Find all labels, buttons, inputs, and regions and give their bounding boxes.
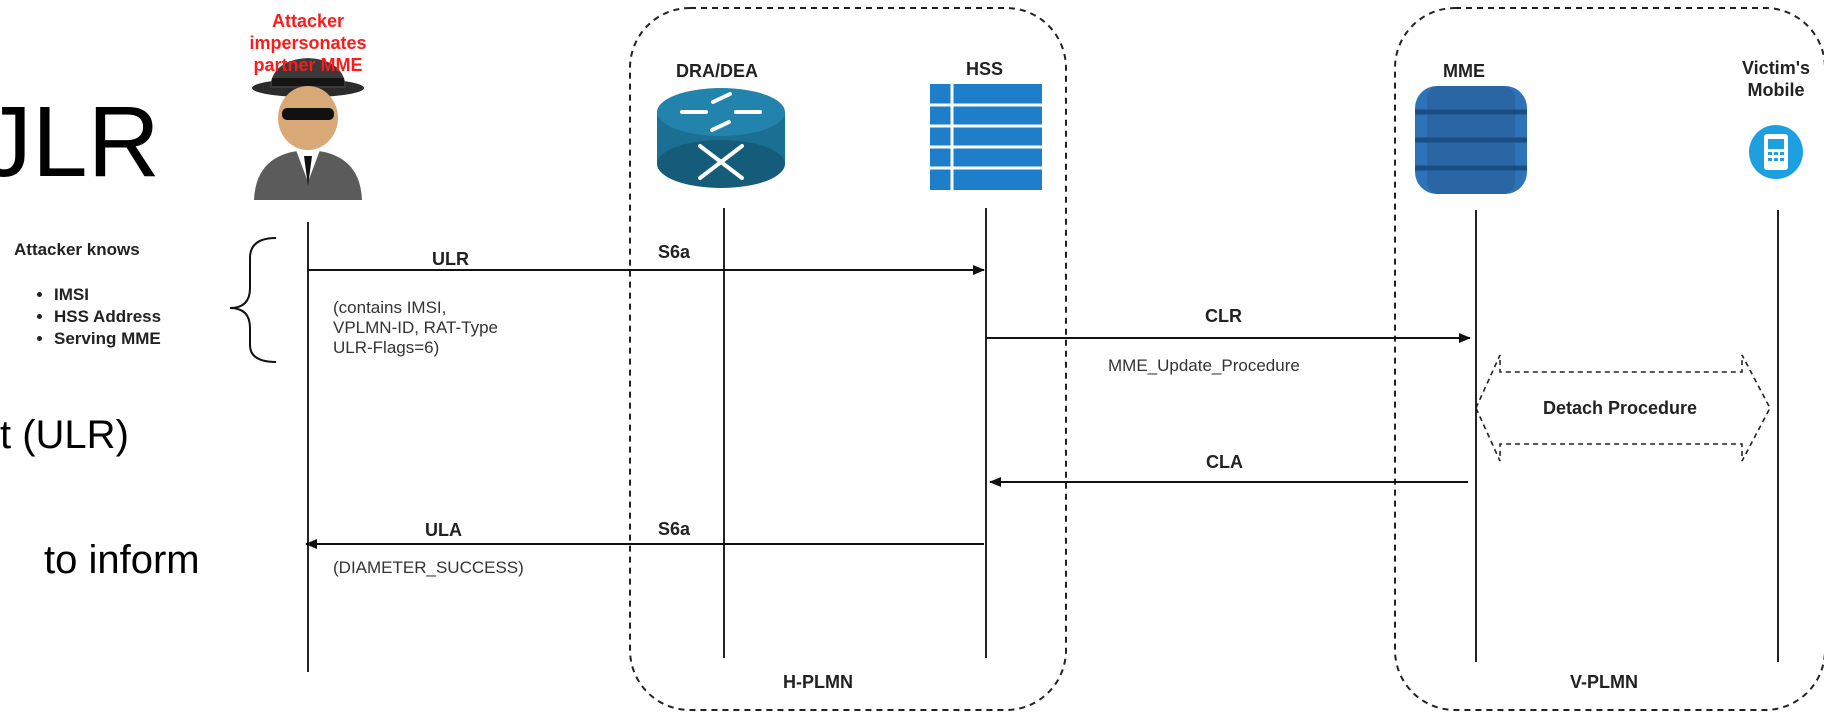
ulr-param-line: ULR-Flags=6) [333, 338, 440, 357]
router-icon [657, 88, 785, 188]
slide-text-line1: t (ULR) [0, 413, 129, 457]
list-item: HSS Address [54, 306, 161, 328]
attacker-knows-list: IMSI HSS Address Serving MME [34, 284, 161, 350]
ulr-label: ULR [432, 249, 469, 269]
ula-label: ULA [425, 520, 462, 540]
spy-attacker-icon [252, 58, 364, 200]
list-item: IMSI [54, 284, 161, 306]
ulr-interface-label: S6a [658, 242, 691, 262]
mobile-phone-icon [1749, 125, 1803, 179]
server-cylinder-icon [1415, 86, 1527, 194]
slide-title-fragment: JLR [0, 86, 160, 198]
dra-label: DRA/DEA [676, 61, 759, 81]
h-plmn-region [629, 7, 1067, 711]
database-stack-icon [930, 84, 1042, 190]
attacker-caption: Attacker impersonates partner MME [238, 10, 378, 76]
ulr-params: (contains IMSI, VPLMN-ID, RAT-Type ULR-F… [333, 298, 498, 358]
ulr-param-line: (contains IMSI, [333, 298, 447, 317]
ula-interface-label: S6a [658, 519, 691, 539]
ula-result: (DIAMETER_SUCCESS) [333, 558, 524, 577]
mobile-label-line: Victim's [1742, 58, 1810, 78]
attacker-knows-title: Attacker knows [14, 240, 140, 259]
list-item: Serving MME [54, 328, 161, 350]
knows-brace [229, 237, 277, 363]
mobile-label: Victim's Mobile [1726, 57, 1824, 101]
ulr-param-line: VPLMN-ID, RAT-Type [333, 318, 498, 337]
mme-label: MME [1443, 61, 1485, 81]
clr-note: MME_Update_Procedure [1108, 356, 1300, 375]
h-plmn-label: H-PLMN [783, 672, 853, 692]
slide-text-line2: to inform [44, 538, 200, 582]
detach-label: Detach Procedure [1543, 398, 1698, 418]
attacker-caption-line: impersonates [249, 33, 367, 53]
mobile-label-line: Mobile [1747, 80, 1805, 100]
clr-label: CLR [1205, 306, 1242, 326]
attacker-caption-line: partner MME [253, 55, 363, 75]
cla-label: CLA [1206, 452, 1243, 472]
hss-label: HSS [966, 59, 1004, 79]
attacker-caption-line: Attacker [271, 11, 345, 31]
v-plmn-label: V-PLMN [1570, 672, 1639, 692]
v-plmn-region [1394, 7, 1824, 711]
